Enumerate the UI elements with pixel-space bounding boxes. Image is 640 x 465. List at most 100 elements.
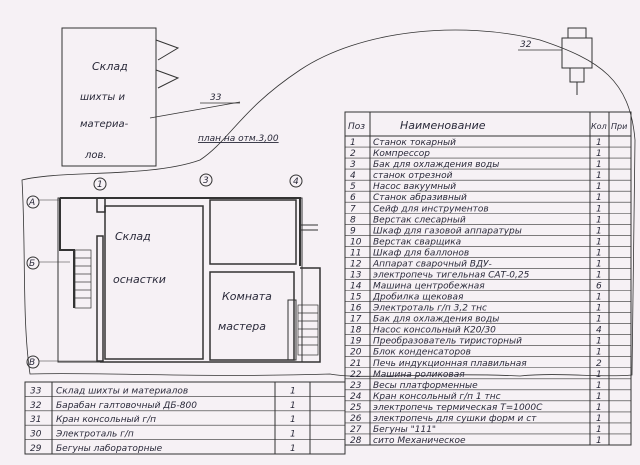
row-qty: 1 [596,160,602,170]
row-name: Электроталь г/п 3,2 тнс [372,304,487,314]
row-qty: 1 [596,149,602,159]
storage-box: Склад шихты и материа- лов. 33 [61,27,241,167]
row-qty: 1 [596,304,602,314]
row-pos: 2 [350,149,356,159]
axis-markers: А Б В 1 3 4 [26,173,303,369]
row-name: станок отрезной [373,171,453,181]
row-name: Бак для охлаждения воды [373,160,499,170]
stairs-left [74,249,92,309]
row-pos: 29 [30,444,42,454]
floor-plan: план на отм.3,00 А Б В 1 3 4 [26,134,321,369]
row-pos: 24 [350,392,362,402]
row-name: электропечь термическая Т=1000С [373,403,543,413]
row-name: Бак для охлаждения воды [373,315,499,325]
axis-4: 4 [293,177,299,187]
row-qty: 1 [596,348,602,358]
stairs-right [297,304,319,356]
row-qty: 1 [290,444,296,454]
row-name: сито Механическое [373,436,466,446]
header-qty: Кол [591,122,607,131]
row-name: Кран консольный г/п 1 тнс [373,392,501,402]
row-pos: 1 [350,138,356,148]
row-qty: 1 [596,392,602,402]
row-pos: 32 [30,401,42,411]
machine-ref: 32 [520,40,532,50]
axis-b: Б [29,259,35,269]
room-master-label-2: мастера [218,320,266,333]
row-qty: 1 [290,386,296,396]
row-pos: 7 [350,204,356,214]
row-qty: 1 [290,401,296,411]
row-pos: 9 [350,226,356,236]
row-name: Весы платформенные [373,381,478,391]
table-row: 2 Компрессор 1 [345,149,631,159]
row-qty: 1 [596,138,602,148]
row-name: Станок абразивный [373,193,467,203]
header-pos: Поз [348,122,365,132]
row-name: Компрессор [373,149,430,159]
row-pos: 3 [350,160,356,170]
row-qty: 1 [596,248,602,258]
row-name: Шкаф для газовой аппаратуры [373,226,522,236]
header-name: Наименование [400,119,486,132]
row-qty: 1 [596,171,602,181]
axis-3: 3 [203,176,209,186]
row-name: Блок конденсаторов [373,348,471,358]
table-row: 3 Бак для охлаждения воды 1 [345,160,631,170]
row-name: Аппарат сварочный ВДУ- [372,259,492,269]
row-pos: 17 [350,315,362,325]
row-name: Дробилка щековая [372,293,464,303]
row-qty: 1 [596,381,602,391]
row-pos: 6 [350,193,356,203]
room-storage-label-1: Склад [115,230,151,243]
axis-v: В [29,358,35,368]
row-pos: 4 [350,171,356,181]
storage-label-3: материа- [80,119,129,130]
row-name: Сейф для инструментов [373,204,489,214]
row-qty: 1 [596,259,602,269]
row-name: Верстак слесарный [373,215,466,225]
header-note: При [611,122,627,131]
row-pos: 28 [350,436,362,446]
row-qty: 2 [596,359,602,369]
row-pos: 18 [350,326,362,336]
row-pos: 10 [350,237,362,247]
row-pos: 25 [350,403,362,413]
row-qty: 1 [290,430,296,440]
row-name: Насос консольный К20/30 [373,326,496,336]
axis-1: 1 [97,180,103,190]
row-name: Преобразователь тиристорный [373,337,522,347]
row-pos: 8 [350,215,356,225]
row-qty: 6 [596,282,602,292]
storage-label-2: шихты и [80,92,125,103]
row-name: Бегуны "111" [373,425,436,435]
plan-title: план на отм.3,00 [198,134,279,144]
row-name: Кран консольный г/п [56,415,156,425]
row-name: Склад шихты и материалов [56,386,188,396]
row-qty: 1 [290,415,296,425]
row-name: Печь индукционная плавильная [373,359,527,369]
